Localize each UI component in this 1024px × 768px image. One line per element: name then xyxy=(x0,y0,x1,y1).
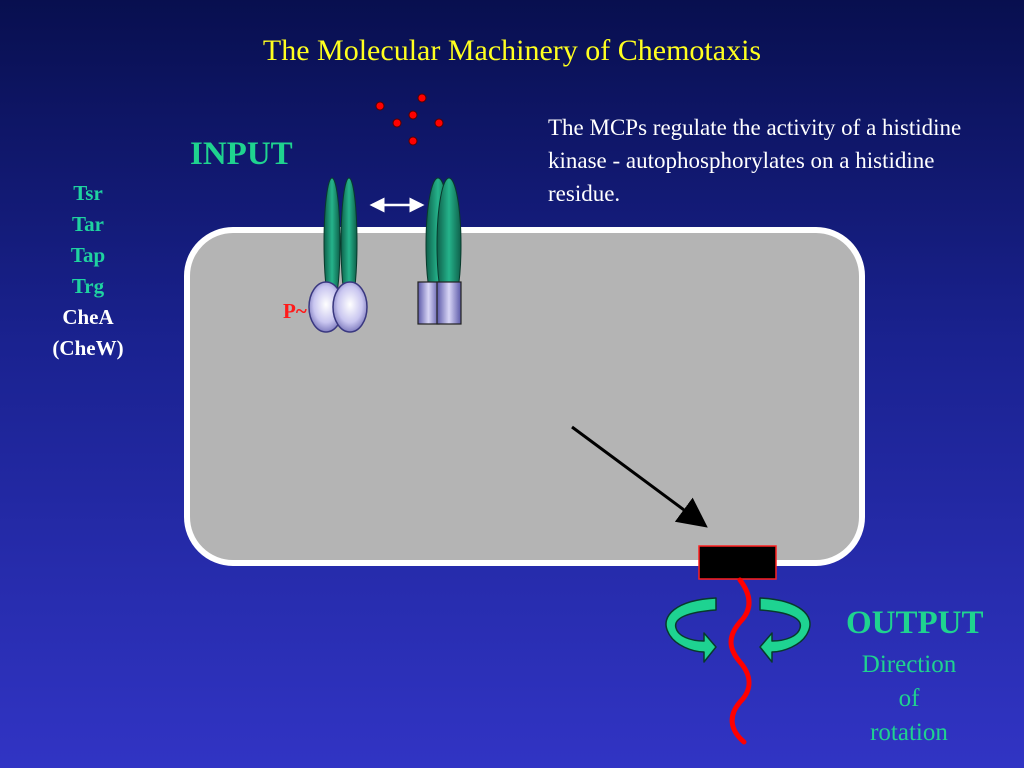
rotation-arrow-left xyxy=(665,597,717,663)
protein-name: CheA xyxy=(62,305,114,329)
flagellum xyxy=(728,577,752,745)
output-label: OUTPUT xyxy=(846,605,984,641)
cell-membrane xyxy=(184,227,865,566)
receptor-name: Tar xyxy=(72,212,104,236)
caption-line: of xyxy=(898,685,920,712)
rotation-arrow-right xyxy=(759,597,811,663)
protein-name: (CheW) xyxy=(52,336,124,360)
slide-title: The Molecular Machinery of Chemotaxis xyxy=(262,34,762,67)
output-caption: Direction of rotation xyxy=(848,648,970,750)
receptor-name: Trg xyxy=(71,274,105,298)
receptor-name: Tsr xyxy=(73,181,103,205)
receptor-dimer-unbound xyxy=(323,177,358,309)
signal-arrow xyxy=(571,425,708,528)
chea-kinase-active xyxy=(308,281,368,333)
receptor-name: Tap xyxy=(70,243,106,267)
input-label: INPUT xyxy=(190,136,293,172)
description-text: The MCPs regulate the activity of a hist… xyxy=(548,115,962,206)
phosphate-label: P~ xyxy=(283,299,307,323)
chea-kinase-inactive xyxy=(417,281,462,325)
ligand-molecules xyxy=(375,93,444,188)
flagellar-motor xyxy=(698,545,777,580)
receptor-list: Tsr Tar Tap Trg CheA (CheW) xyxy=(32,178,144,364)
caption-line: rotation xyxy=(870,719,948,746)
caption-line: Direction xyxy=(861,651,957,678)
